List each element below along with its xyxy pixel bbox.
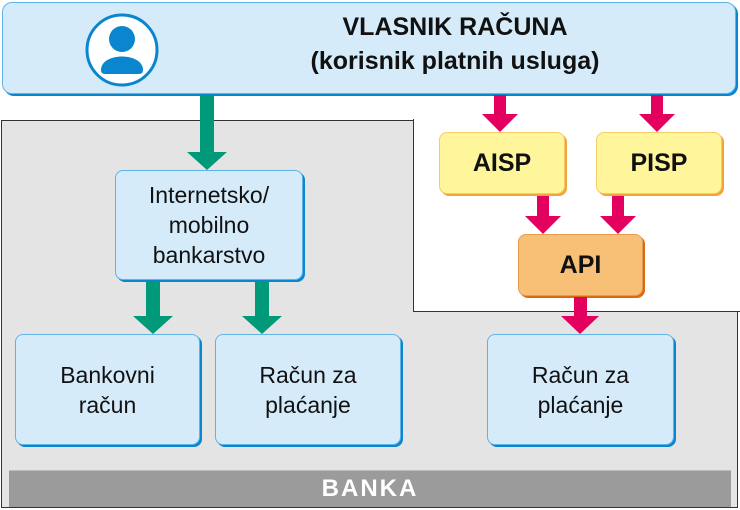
- account-owner-title: VLASNIK RAČUNA (korisnik platnih usluga): [200, 10, 710, 78]
- arrow-internet-banking-to-payment-account: [242, 281, 282, 334]
- internet-banking-box: Internetsko/ mobilno bankarstvo: [115, 170, 303, 280]
- node-text-line: Račun za: [531, 361, 630, 388]
- arrow-owner-to-internet-banking: [187, 95, 227, 170]
- owner-title-line1: VLASNIK RAČUNA: [342, 13, 568, 41]
- pisp-box: PISP: [596, 132, 722, 194]
- payment-account-box-2: Račun za plaćanje: [487, 334, 674, 445]
- node-text-line: Internetsko/: [148, 182, 270, 208]
- payment-account-box-1: Račun za plaćanje: [215, 334, 401, 445]
- bank-label: BANKA: [321, 475, 419, 502]
- arrow-api-to-payment-account: [561, 297, 599, 334]
- bank-label-bar: BANKA: [9, 470, 731, 507]
- node-text-line: mobilno: [168, 212, 250, 238]
- node-text-line: Bankovni: [60, 361, 155, 388]
- node-text-line: bankarstvo: [152, 242, 266, 268]
- api-label: API: [559, 250, 602, 279]
- node-text-line: plaćanje: [265, 391, 351, 418]
- user-avatar-icon: [85, 13, 159, 87]
- arrow-owner-to-aisp: [482, 95, 518, 132]
- node-text-line: račun: [78, 391, 137, 418]
- arrow-aisp-to-api: [525, 196, 561, 234]
- node-text-line: plaćanje: [537, 391, 624, 418]
- node-text-line: Račun za: [259, 361, 357, 388]
- aisp-label: AISP: [472, 148, 532, 177]
- api-box: API: [518, 234, 643, 296]
- bank-account-box: Bankovni račun: [15, 334, 200, 445]
- aisp-box: AISP: [439, 132, 565, 194]
- arrow-internet-banking-to-bank-account: [133, 281, 173, 334]
- arrow-owner-to-pisp: [639, 95, 675, 132]
- pisp-label: PISP: [630, 148, 688, 177]
- owner-title-line2: (korisnik platnih usluga): [310, 47, 600, 75]
- arrow-pisp-to-api: [600, 196, 636, 234]
